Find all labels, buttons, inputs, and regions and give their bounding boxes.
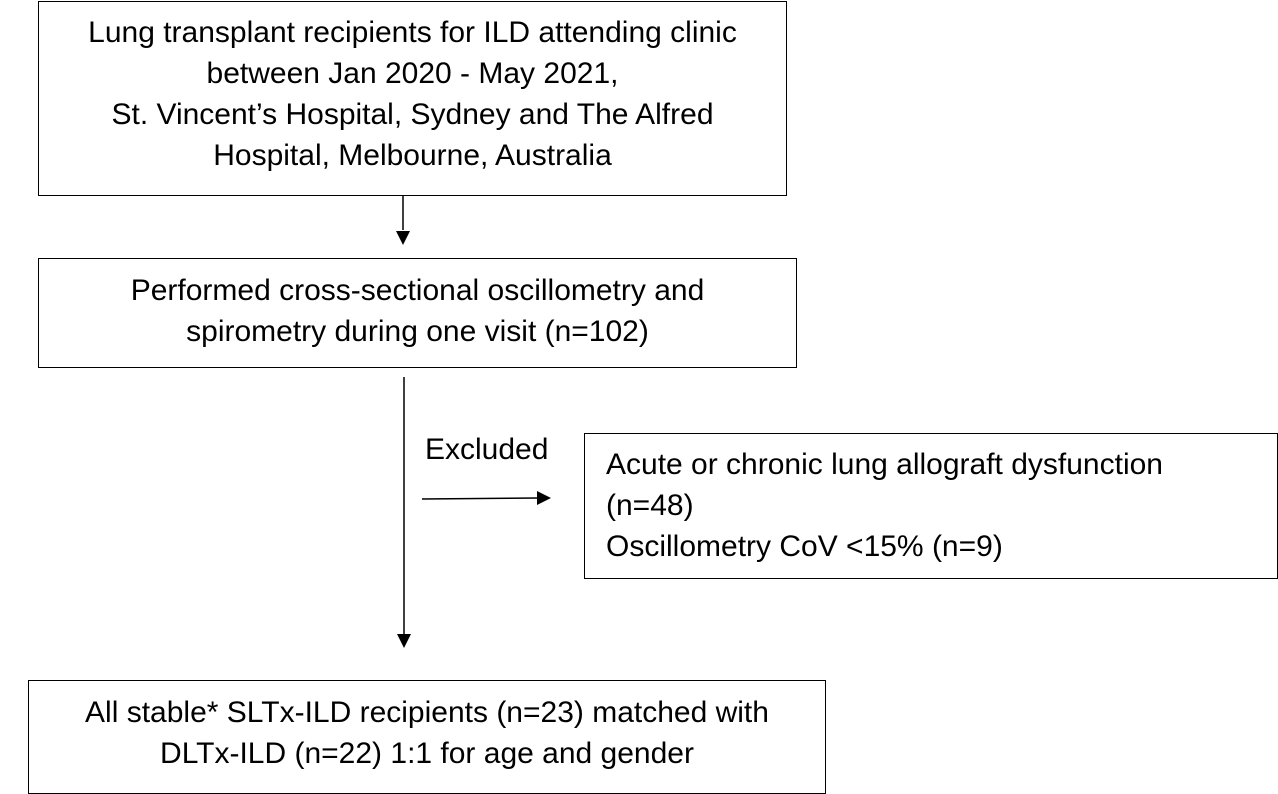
arrow-performed-to-final (397, 377, 411, 648)
performed-line-1: Performed cross-sectional oscillometry a… (130, 274, 705, 307)
excluded-line-1: Acute or chronic lung allograft dysfunct… (606, 448, 1163, 481)
arrow-to-excluded (421, 491, 551, 505)
final-line-2: DLTx-ILD (n=22) 1:1 for age and gender (160, 737, 694, 770)
excluded-line-3: Oscillometry CoV <15% (n=9) (606, 530, 1003, 563)
enrollment-line-3: St. Vincent’s Hospital, Sydney and The A… (111, 98, 714, 131)
enrollment-line-4: Hospital, Melbourne, Australia (213, 139, 612, 172)
final-line-1: All stable* SLTx-ILD recipients (n=23) m… (85, 696, 769, 729)
performed-line-2: spirometry during one visit (n=102) (186, 315, 649, 348)
excluded-label: Excluded (425, 433, 549, 466)
enrollment-line-1: Lung transplant recipients for ILD atten… (88, 16, 737, 49)
enrollment-box: Lung transplant recipients for ILD atten… (38, 1, 787, 196)
arrow-enrollment-to-performed (396, 196, 410, 245)
final-box: All stable* SLTx-ILD recipients (n=23) m… (28, 680, 826, 794)
excluded-box: Acute or chronic lung allograft dysfunct… (584, 433, 1278, 579)
performed-box: Performed cross-sectional oscillometry a… (38, 258, 797, 368)
excluded-line-2: (n=48) (606, 489, 694, 522)
enrollment-line-2: between Jan 2020 - May 2021, (206, 57, 619, 90)
